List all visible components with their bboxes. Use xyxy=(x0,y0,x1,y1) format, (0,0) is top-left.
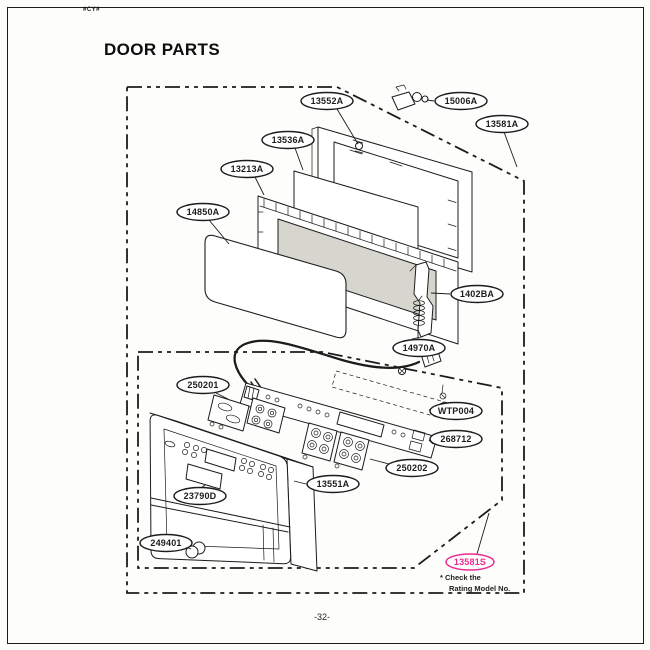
svg-text:13581A: 13581A xyxy=(486,119,519,129)
callout-13552A: 13552A xyxy=(300,91,354,111)
callout-13581S: 13581S xyxy=(445,553,495,571)
part-keypad-1 xyxy=(207,394,286,434)
page-border xyxy=(7,7,644,644)
page-title: DOOR PARTS xyxy=(104,40,221,59)
svg-text:249401: 249401 xyxy=(150,538,181,548)
part-door-key xyxy=(409,261,434,340)
note-line-1: * Check the xyxy=(440,573,481,582)
leader-13581S xyxy=(476,512,490,555)
leader-1402BA xyxy=(430,292,451,295)
leader-13536A xyxy=(294,147,304,171)
callout-250202: 250202 xyxy=(385,458,439,478)
part-door-spring xyxy=(413,295,425,326)
svg-text:14970A: 14970A xyxy=(403,343,436,353)
callout-13213A: 13213A xyxy=(220,159,274,179)
callout-WTP004: WTP004 xyxy=(429,401,483,421)
part-upper-frame xyxy=(257,195,459,345)
svg-text:23790D: 23790D xyxy=(184,491,217,501)
part-pcb-ghost xyxy=(331,370,449,420)
leader-250201 xyxy=(213,391,229,400)
svg-text:250202: 250202 xyxy=(396,463,427,473)
callout-1402BA: 1402BA xyxy=(450,284,504,304)
callout-250201: 250201 xyxy=(176,375,230,395)
part-knob xyxy=(185,541,206,559)
leader-13551A xyxy=(293,480,307,485)
callout-23790D: 23790D xyxy=(173,486,227,506)
part-pcb xyxy=(239,382,438,459)
svg-text:268712: 268712 xyxy=(440,434,471,444)
leader-13581A xyxy=(503,131,518,168)
callout-249401: 249401 xyxy=(139,533,193,553)
header-code: #CY# xyxy=(83,7,101,13)
svg-text:13581S: 13581S xyxy=(454,557,486,567)
svg-text:250201: 250201 xyxy=(187,380,218,390)
leader-14850A xyxy=(208,219,230,245)
panel-section-boundary xyxy=(137,351,503,569)
leader-13552A xyxy=(336,108,359,145)
part-keypad-2 xyxy=(301,422,370,471)
leader-250202 xyxy=(369,458,390,465)
leader-15006A xyxy=(426,99,435,102)
svg-text:1402BA: 1402BA xyxy=(460,289,495,299)
svg-text:WTP004: WTP004 xyxy=(438,406,474,416)
svg-text:15006A: 15006A xyxy=(445,96,478,106)
callout-13536A: 13536A xyxy=(261,130,315,150)
svg-text:13536A: 13536A xyxy=(272,135,305,145)
svg-text:13213A: 13213A xyxy=(231,164,264,174)
leader-13213A xyxy=(254,176,265,196)
callout-14970A: 14970A xyxy=(392,338,446,358)
part-door-glass xyxy=(204,234,347,339)
note-line-2: Rating Model No. xyxy=(449,584,510,593)
page-number: -32- xyxy=(314,612,330,622)
door-section-boundary xyxy=(126,86,525,594)
svg-text:13551A: 13551A xyxy=(317,479,350,489)
svg-text:14850A: 14850A xyxy=(187,207,220,217)
callout-13551A: 13551A xyxy=(306,474,360,494)
callout-15006A: 15006A xyxy=(434,91,488,111)
callout-13581A: 13581A xyxy=(475,114,529,134)
part-control-panel xyxy=(149,412,318,572)
callout-268712: 268712 xyxy=(429,429,483,449)
leader-lines xyxy=(185,99,518,555)
callout-14850A: 14850A xyxy=(176,202,230,222)
svg-text:13552A: 13552A xyxy=(311,96,344,106)
part-latch xyxy=(391,84,429,111)
